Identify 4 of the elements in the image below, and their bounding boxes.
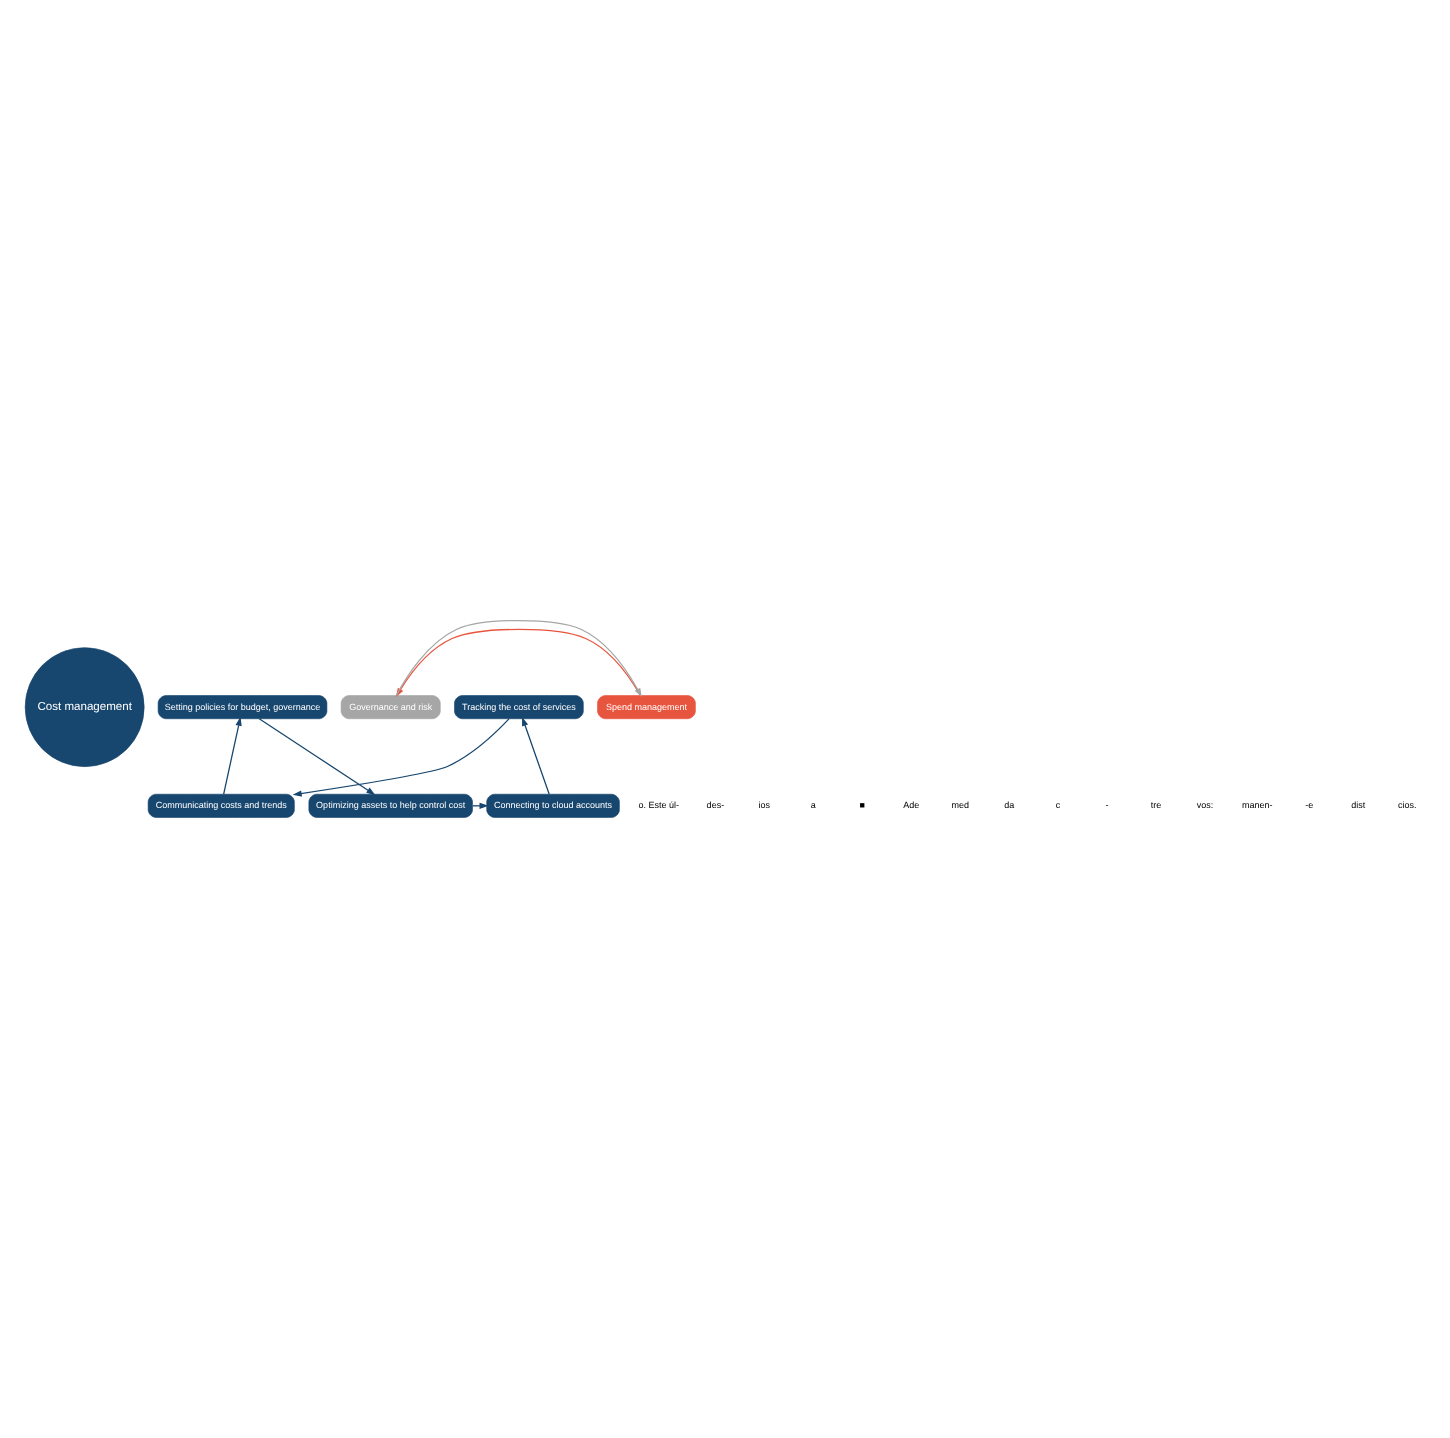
arrow bbox=[223, 716, 242, 795]
arrow bbox=[258, 718, 376, 796]
arrow bbox=[522, 716, 550, 795]
arrow bbox=[292, 718, 510, 797]
